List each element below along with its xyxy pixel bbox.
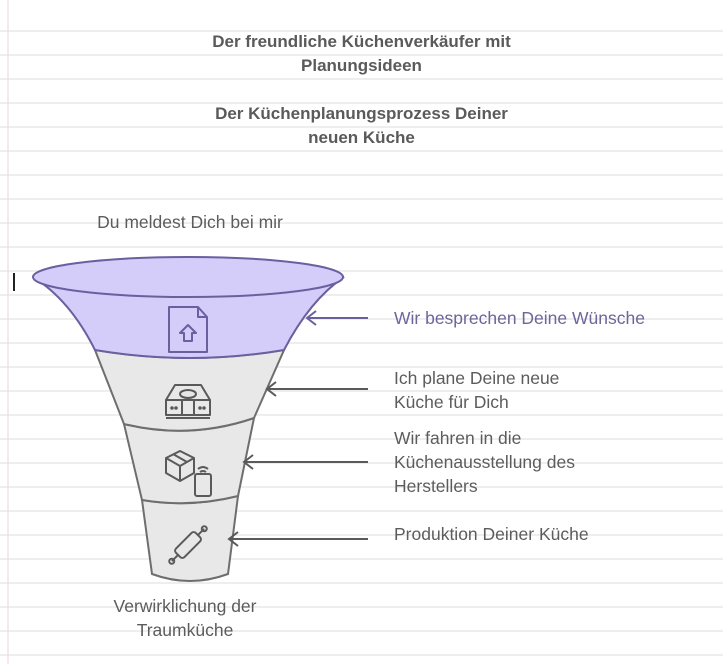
stage-3-label-line-1: Wir fahren in die [394, 428, 522, 448]
funnel-bottom-label-line-2: Traumküche [136, 620, 234, 640]
stage-2-label-line-2: Küche für Dich [394, 392, 509, 412]
stage-3-label-line-3: Herstellers [394, 476, 478, 496]
funnel-top-label: Du meldest Dich bei mir [97, 212, 283, 232]
rolling-pin-icon [168, 525, 208, 565]
box-phone-icon [165, 450, 212, 497]
funnel-bottom-label-line-1: Verwirklichung der [113, 596, 257, 616]
arrow-stage-4 [227, 531, 368, 547]
file-home-icon [168, 306, 208, 353]
title-line-2: Planungsideen [301, 56, 422, 75]
title-line-1: Der freundliche Küchenverkäufer mit [212, 32, 511, 51]
stage-2-label-line-1: Ich plane Deine neue [394, 368, 560, 388]
arrow-stage-1 [305, 310, 368, 326]
stage-1-label: Wir besprechen Deine Wünsche [394, 308, 645, 328]
stage-3-label-line-2: Küchenausstellung des [394, 452, 575, 472]
subtitle-line-2: neuen Küche [308, 128, 415, 147]
text-cursor [13, 273, 15, 291]
funnel-stage-1[interactable] [32, 256, 345, 359]
arrow-stage-3 [242, 454, 368, 470]
stage-4-label: Produktion Deiner Küche [394, 524, 589, 544]
arrow-stage-2 [265, 381, 368, 397]
funnel-stage-4[interactable] [140, 494, 240, 582]
subtitle-line-1: Der Küchenplanungsprozess Deiner [215, 104, 508, 123]
cooktop-appliance-icon [165, 384, 211, 419]
